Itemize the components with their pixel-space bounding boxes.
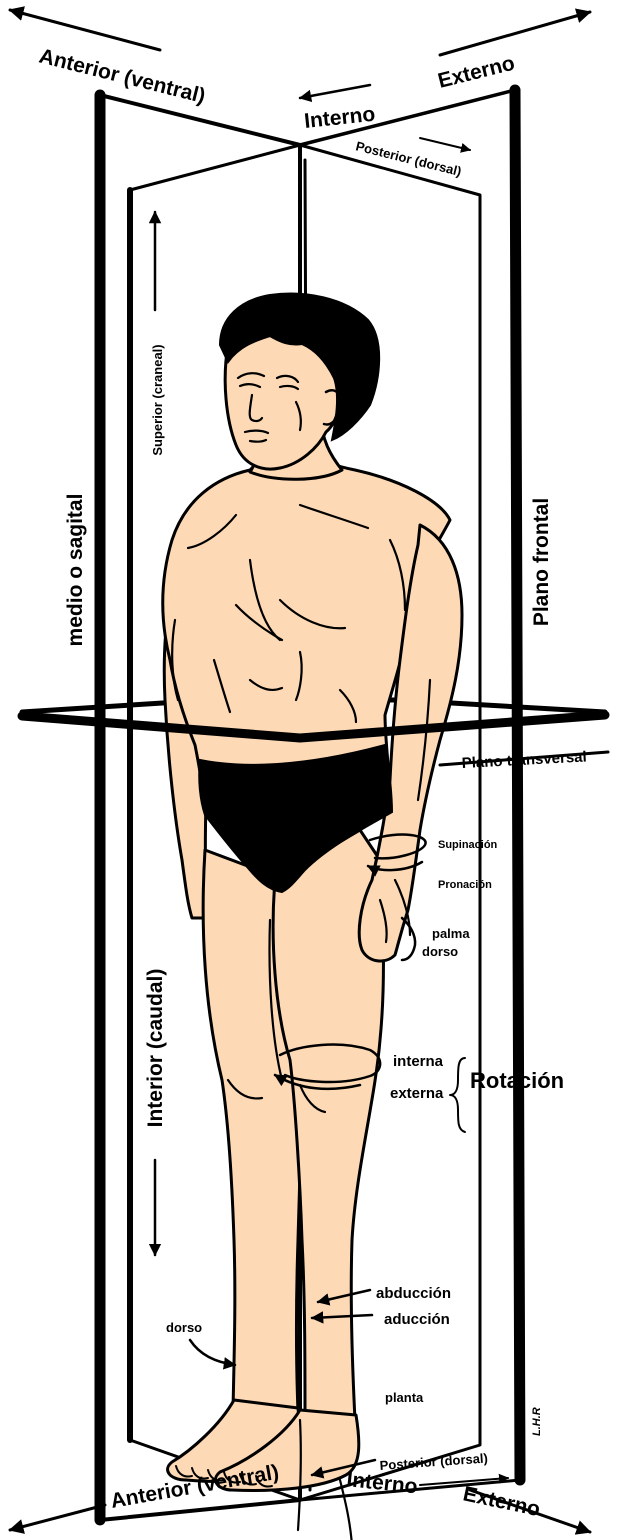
label-dorso-foot: dorso xyxy=(166,1320,202,1335)
label-interna: interna xyxy=(393,1053,444,1070)
label-externa: externa xyxy=(390,1085,444,1102)
label-palma: palma xyxy=(432,926,470,941)
dorso-foot-arrow xyxy=(190,1340,235,1365)
label-plano-frontal: Plano frontal xyxy=(530,498,553,626)
label-superior: Superior (craneal) xyxy=(150,344,165,455)
label-abduccion: abducción xyxy=(376,1285,451,1302)
label-posterior-bottom: Posterior (dorsal) xyxy=(379,1450,488,1473)
label-dorso-hand: dorso xyxy=(422,944,458,959)
label-medio-sagital: medio o sagital xyxy=(64,494,87,647)
label-planta: planta xyxy=(385,1390,424,1405)
body-figure xyxy=(163,294,462,1540)
rotation-brace xyxy=(450,1058,465,1132)
anterior-top-arrow xyxy=(10,10,160,50)
signature: L.H.R xyxy=(531,1407,543,1436)
label-aduccion: aducción xyxy=(384,1311,450,1328)
label-interior-caudal: Interior (caudal) xyxy=(144,969,167,1128)
externo-top-arrow xyxy=(440,12,590,55)
interno-top-arrow xyxy=(300,85,370,98)
label-supinacion: Supinación xyxy=(438,839,498,851)
label-pronacion: Pronación xyxy=(438,879,492,891)
posterior-top-arrow xyxy=(420,138,470,150)
anterior-bottom-arrow xyxy=(10,1505,105,1530)
label-externo-top: Externo xyxy=(436,52,517,93)
label-rotacion: Rotación xyxy=(470,1068,564,1093)
label-externo-bottom: Externo xyxy=(461,1482,542,1521)
